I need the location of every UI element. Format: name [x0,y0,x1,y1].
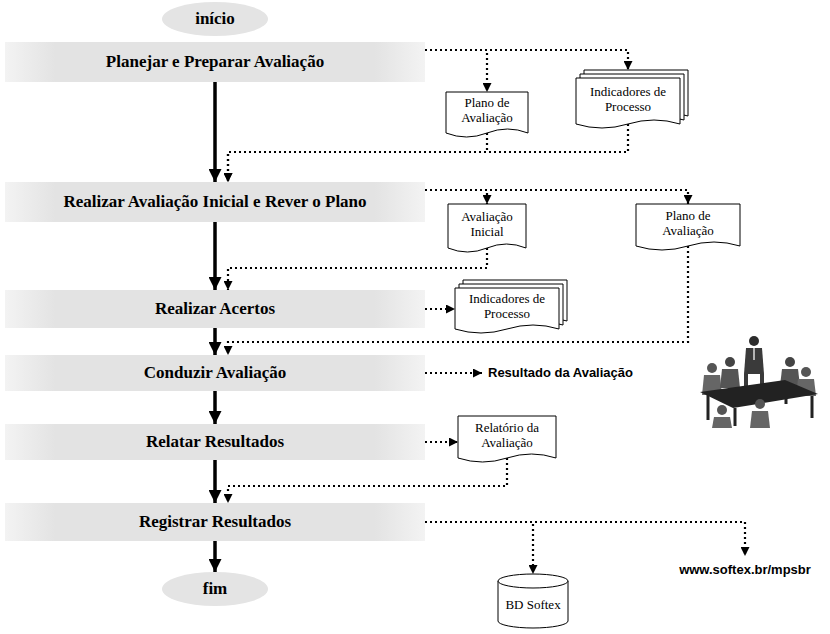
node-text: Realizar Avaliação Inicial e Rever o Pla… [63,192,366,212]
node-text: Indicadores de Processo [459,292,555,322]
terminal-oval: início [162,2,268,36]
document-shape: Plano de Avaliação [636,204,740,252]
node-text: fim [203,579,228,599]
flow-arrow [213,82,217,182]
node-text: Realizar Acertos [155,299,275,319]
process-band: Realizar Avaliação Inicial e Rever o Pla… [5,182,425,222]
meeting-illustration [700,336,818,428]
data-flow-arrow [425,50,628,70]
document-stack: Indicadores de Processo [455,280,567,335]
flow-arrow [213,328,217,355]
process-band: Relatar Resultados [5,424,425,460]
node-text: Planejar e Preparar Avaliação [106,52,324,72]
node-text: Registrar Resultados [139,512,291,532]
process-band: Planejar e Preparar Avaliação [5,42,425,82]
url-label: www.softex.br/mpsbr [679,562,811,578]
node-text: Plano de Avaliação [450,96,524,126]
node-text: início [195,9,235,29]
data-flow-arrow [425,190,487,204]
node-text: Avaliação Inicial [452,210,522,240]
process-band: Registrar Resultados [5,503,425,541]
flow-arrow [213,391,217,424]
data-flow-arrow [425,308,455,310]
process-band: Realizar Acertos [5,290,425,328]
data-flow-arrow [228,458,507,503]
node-text: Relatar Resultados [146,432,284,452]
node-text: Indicadores de Processo [580,85,676,115]
leader-line [425,372,482,374]
document-stack: Indicadores de Processo [576,70,688,130]
document-shape: Avaliação Inicial [448,204,526,254]
data-flow-arrow [228,133,487,182]
flow-arrow [213,460,217,503]
node-text: Plano de Avaliação [640,209,736,239]
node-text: Relatório da Avaliação [462,421,552,451]
flow-arrow [213,222,217,290]
process-band: Conduzir Avaliação [5,355,425,391]
data-flow-arrow [425,522,533,574]
data-flow-arrow [228,248,487,290]
data-flow-arrow [228,124,628,182]
terminal-oval: fim [162,572,268,606]
output-label: Resultado da Avaliação [488,365,633,381]
data-flow-arrow [425,441,458,443]
flow-arrow [213,541,217,572]
data-flow-arrow [425,50,487,92]
node-text: BD Softex [505,598,560,613]
node-text: Conduzir Avaliação [144,363,286,383]
database-cylinder: BD Softex [498,574,568,628]
document-shape: Relatório da Avaliação [458,416,556,464]
data-flow-arrow [425,190,688,204]
document-shape: Plano de Avaliação [446,92,528,139]
leader-line [425,522,745,556]
